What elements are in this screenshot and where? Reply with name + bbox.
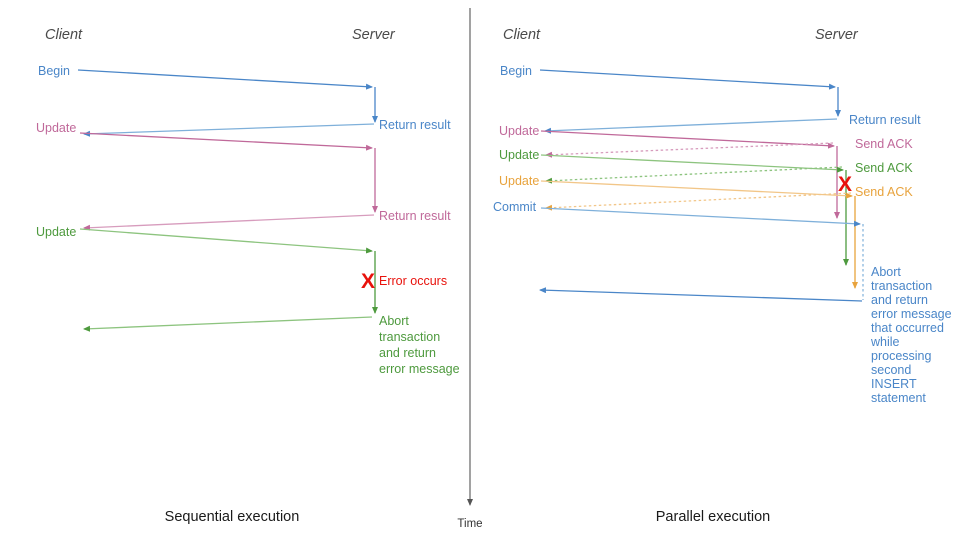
right-abort-note-line-2: and return — [871, 293, 928, 307]
right-label-update-1: Update — [499, 124, 539, 138]
left-panel-caption: Sequential execution — [165, 509, 300, 525]
time-axis-label: Time — [457, 518, 482, 530]
right-abort-note-line-4: that occurred — [871, 321, 944, 335]
left-label-update-2: Update — [36, 225, 76, 239]
left-arrow-begin — [77, 69, 373, 90]
left-label-return-result-1: Return result — [379, 118, 451, 132]
left-arrow-return-result-2 — [83, 214, 375, 231]
left-arrow-return-result-1 — [83, 123, 375, 137]
right-arrow-abort-return — [539, 287, 863, 302]
right-label-return-result: Return result — [849, 113, 921, 127]
time-axis: Time — [457, 8, 483, 530]
left-abort-note-line-1: transaction — [379, 330, 440, 344]
right-arrow-ack-3 — [545, 192, 852, 211]
right-abort-note-line-0: Abort — [871, 265, 901, 279]
right-abort-note-line-9: statement — [871, 391, 926, 405]
right-abort-note-line-3: error message — [871, 307, 952, 321]
right-abort-note-line-5: while — [870, 335, 900, 349]
left-error-x-icon: X — [361, 270, 375, 293]
right-arrow-return-result — [544, 118, 838, 134]
right-lane-server-title: Server — [815, 27, 859, 43]
right-arrow-ack-1 — [545, 142, 834, 158]
right-arrow-update-1 — [540, 130, 835, 149]
left-arrow-abort-return — [83, 316, 373, 332]
right-arrow-ack-2 — [545, 166, 843, 184]
right-label-send-ack-2: Send ACK — [855, 161, 913, 175]
right-label-send-ack-1: Send ACK — [855, 137, 913, 151]
right-abort-note-line-6: processing — [871, 349, 931, 363]
left-arrow-update-1 — [79, 132, 373, 151]
left-abort-note-line-2: and return — [379, 346, 436, 360]
left-lane-client-title: Client — [45, 27, 83, 43]
right-abort-note-line-1: transaction — [871, 279, 932, 293]
right-abort-note-line-8: INSERT — [871, 377, 917, 391]
right-label-commit: Commit — [493, 200, 537, 214]
left-label-update-1: Update — [36, 121, 76, 135]
left-abort-note: Abort transaction and return error messa… — [379, 314, 460, 376]
right-arrow-update-3 — [540, 180, 853, 199]
right-arrow-update-2 — [540, 154, 844, 173]
right-error-x-icon: X — [838, 173, 852, 196]
right-label-update-2: Update — [499, 148, 539, 162]
right-panel: Client Server Begin Return result Update… — [493, 27, 952, 525]
left-panel: Client Server Begin Return result Update… — [36, 27, 460, 525]
right-abort-note: Abort transaction and return error messa… — [870, 265, 952, 405]
left-abort-note-line-3: error message — [379, 362, 460, 376]
left-arrow-update-2 — [79, 228, 373, 254]
left-abort-note-line-0: Abort — [379, 314, 409, 328]
left-label-return-result-2: Return result — [379, 209, 451, 223]
right-label-send-ack-3: Send ACK — [855, 185, 913, 199]
left-error-label: Error occurs — [379, 274, 447, 288]
right-arrow-commit — [540, 207, 861, 227]
right-panel-caption: Parallel execution — [656, 509, 770, 525]
left-label-begin: Begin — [38, 64, 70, 78]
right-arrow-begin — [539, 69, 836, 90]
left-lane-server-title: Server — [352, 27, 396, 43]
right-abort-note-line-7: second — [871, 363, 911, 377]
right-label-update-3: Update — [499, 174, 539, 188]
right-lane-client-title: Client — [503, 27, 541, 43]
right-label-begin: Begin — [500, 64, 532, 78]
